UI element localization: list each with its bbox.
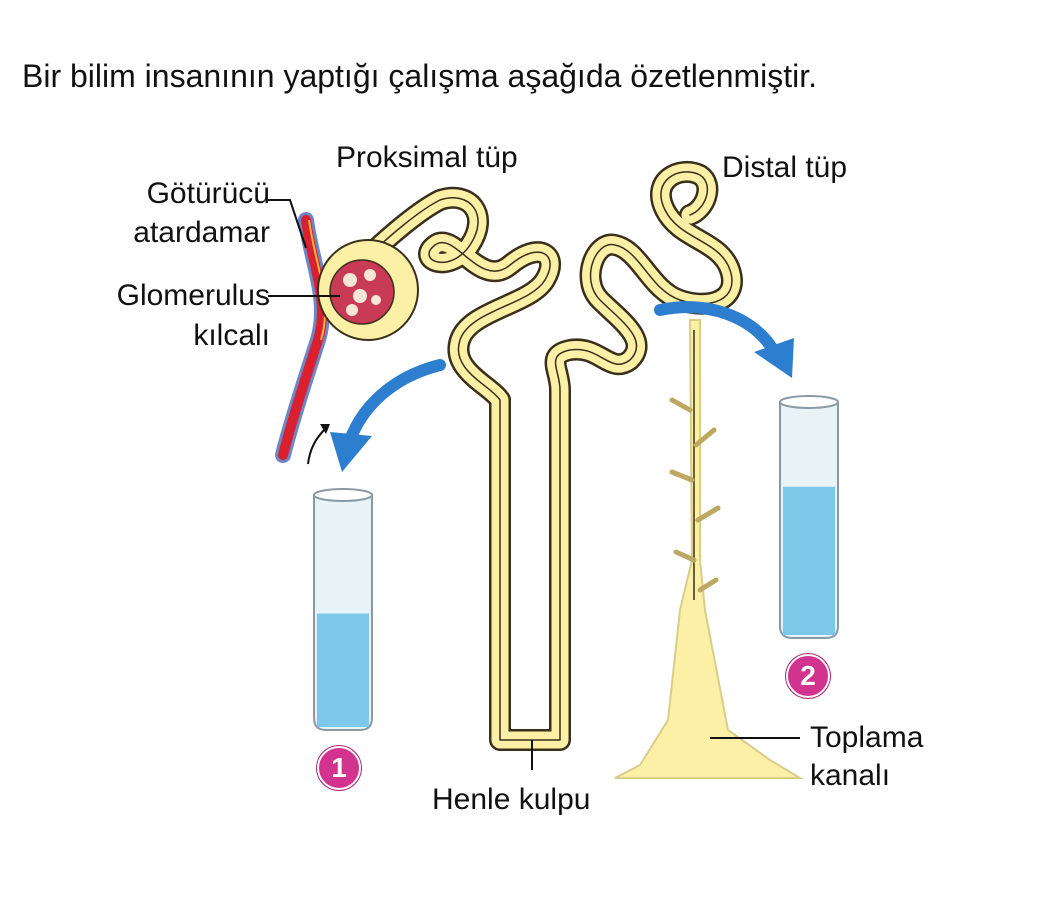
test-tube-1 (313, 488, 373, 731)
flow-arrowhead (320, 424, 330, 434)
distal-tube-label: Distal tüp (722, 151, 848, 184)
leader-lines (268, 199, 800, 770)
bowman-capsule (317, 239, 419, 341)
collecting-duct-label-2: kanalı (810, 759, 891, 792)
blood-vessel (275, 212, 331, 463)
henle-loop-label: Henle kulpu (432, 783, 591, 816)
test-tube-2 (779, 395, 839, 639)
arrow-to-tube-1 (330, 359, 446, 472)
afferent-artery-label-1: Götürücü (146, 177, 270, 210)
tube-1-liquid (317, 613, 369, 727)
nephron-tubule (351, 160, 743, 751)
proximal-tube-label: Proksimal tüp (336, 141, 518, 174)
tube-1-badge: 1 (317, 746, 361, 790)
afferent-artery-label-2: atardamar (133, 216, 270, 249)
flow-arrow (307, 427, 327, 465)
tube-2-liquid (783, 486, 835, 635)
collecting-duct-label-1: Toplama (810, 721, 924, 754)
tube-2-badge: 2 (786, 654, 830, 698)
intro-text: Bir bilim insanının yaptığı çalışma aşağ… (22, 58, 818, 94)
glomerulus-label-1: Glomerulus (116, 279, 270, 312)
collecting-duct (614, 319, 804, 779)
arrow-to-tube-2 (654, 301, 794, 378)
glomerulus-label-2: kılcalı (193, 319, 270, 352)
